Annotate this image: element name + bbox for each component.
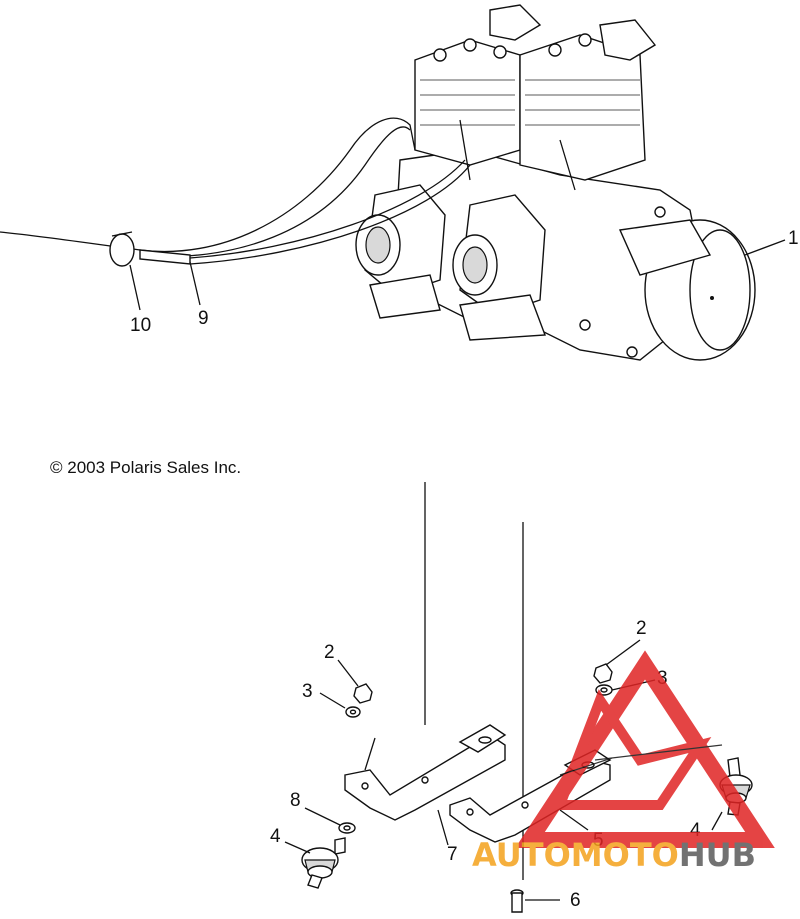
callout-engine: 1 [788,228,799,249]
nut-left [353,683,373,704]
copyright-notice: © 2003 Polaris Sales Inc. [50,458,241,477]
engine-assembly [355,4,756,361]
callout-washer-left: 3 [302,681,313,702]
callout-mount-left: 4 [270,826,281,847]
callout-nut-left: 2 [324,642,335,663]
callout-clamp: 10 [130,315,151,336]
svg-text:AUTOMOTOHUB: AUTOMOTOHUB [472,836,756,874]
fuel-hose [0,117,471,265]
watermark-text-auto: AUTO [472,836,571,874]
automotohub-watermark: AUTOMOTOHUB [472,650,775,874]
washer-left [345,706,361,718]
callout-bracket-left: 7 [447,844,458,865]
washer-mount [338,822,356,834]
callout-mount-right: 4 [690,820,701,841]
callout-washer-mount: 8 [290,790,301,811]
watermark-text-moto: MOTO [571,836,679,874]
watermark-text-hub: HUB [679,836,756,874]
nut-right [593,663,613,684]
callout-hose: 9 [198,308,209,329]
hose-clamp [109,231,135,267]
engine-mount-bracket-left [344,724,507,821]
callout-nut-right: 2 [636,618,647,639]
watermark-logo-icon [515,650,775,848]
rubber-mount-left [301,837,346,889]
bolt [510,889,524,913]
callout-bolt: 6 [570,890,581,911]
